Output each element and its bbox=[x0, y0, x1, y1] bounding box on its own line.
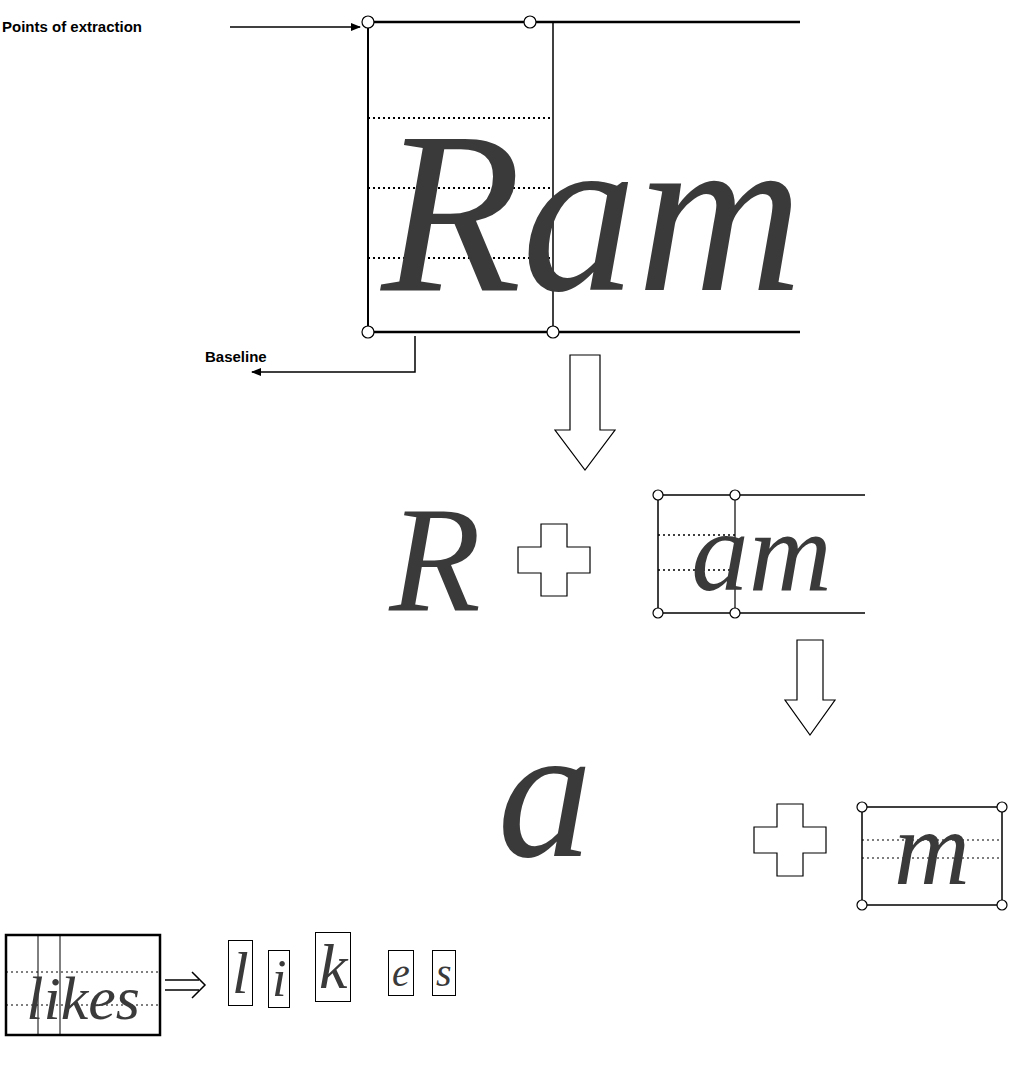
callout-label: Baseline bbox=[205, 348, 267, 366]
extraction-point bbox=[857, 802, 1007, 910]
word-frame bbox=[862, 807, 1002, 905]
plus-symbol bbox=[754, 804, 826, 876]
leader-line bbox=[230, 26, 360, 28]
word-frame bbox=[6, 935, 160, 1035]
segmented-letter: i bbox=[268, 950, 290, 1008]
leader-line bbox=[252, 336, 415, 372]
segmented-letter: k bbox=[315, 932, 351, 1002]
word-frame bbox=[658, 495, 865, 613]
flow-arrow bbox=[555, 355, 615, 470]
implies-arrow bbox=[165, 972, 205, 998]
callout-label: Points of extraction bbox=[2, 18, 142, 36]
segmented-letter: l bbox=[228, 940, 253, 1006]
plus-symbol bbox=[518, 524, 590, 596]
handwritten-word: Ram bbox=[372, 22, 812, 328]
segmented-letter: e bbox=[388, 950, 414, 996]
handwritten-letter: a bbox=[485, 735, 605, 887]
handwritten-word: likes bbox=[8, 937, 158, 1029]
handwritten-letter: m bbox=[864, 809, 1000, 901]
handwritten-word: am bbox=[660, 497, 863, 609]
handwritten-letter: R bbox=[375, 478, 495, 634]
segmented-letter: s bbox=[432, 950, 456, 996]
flow-arrow bbox=[785, 640, 835, 735]
